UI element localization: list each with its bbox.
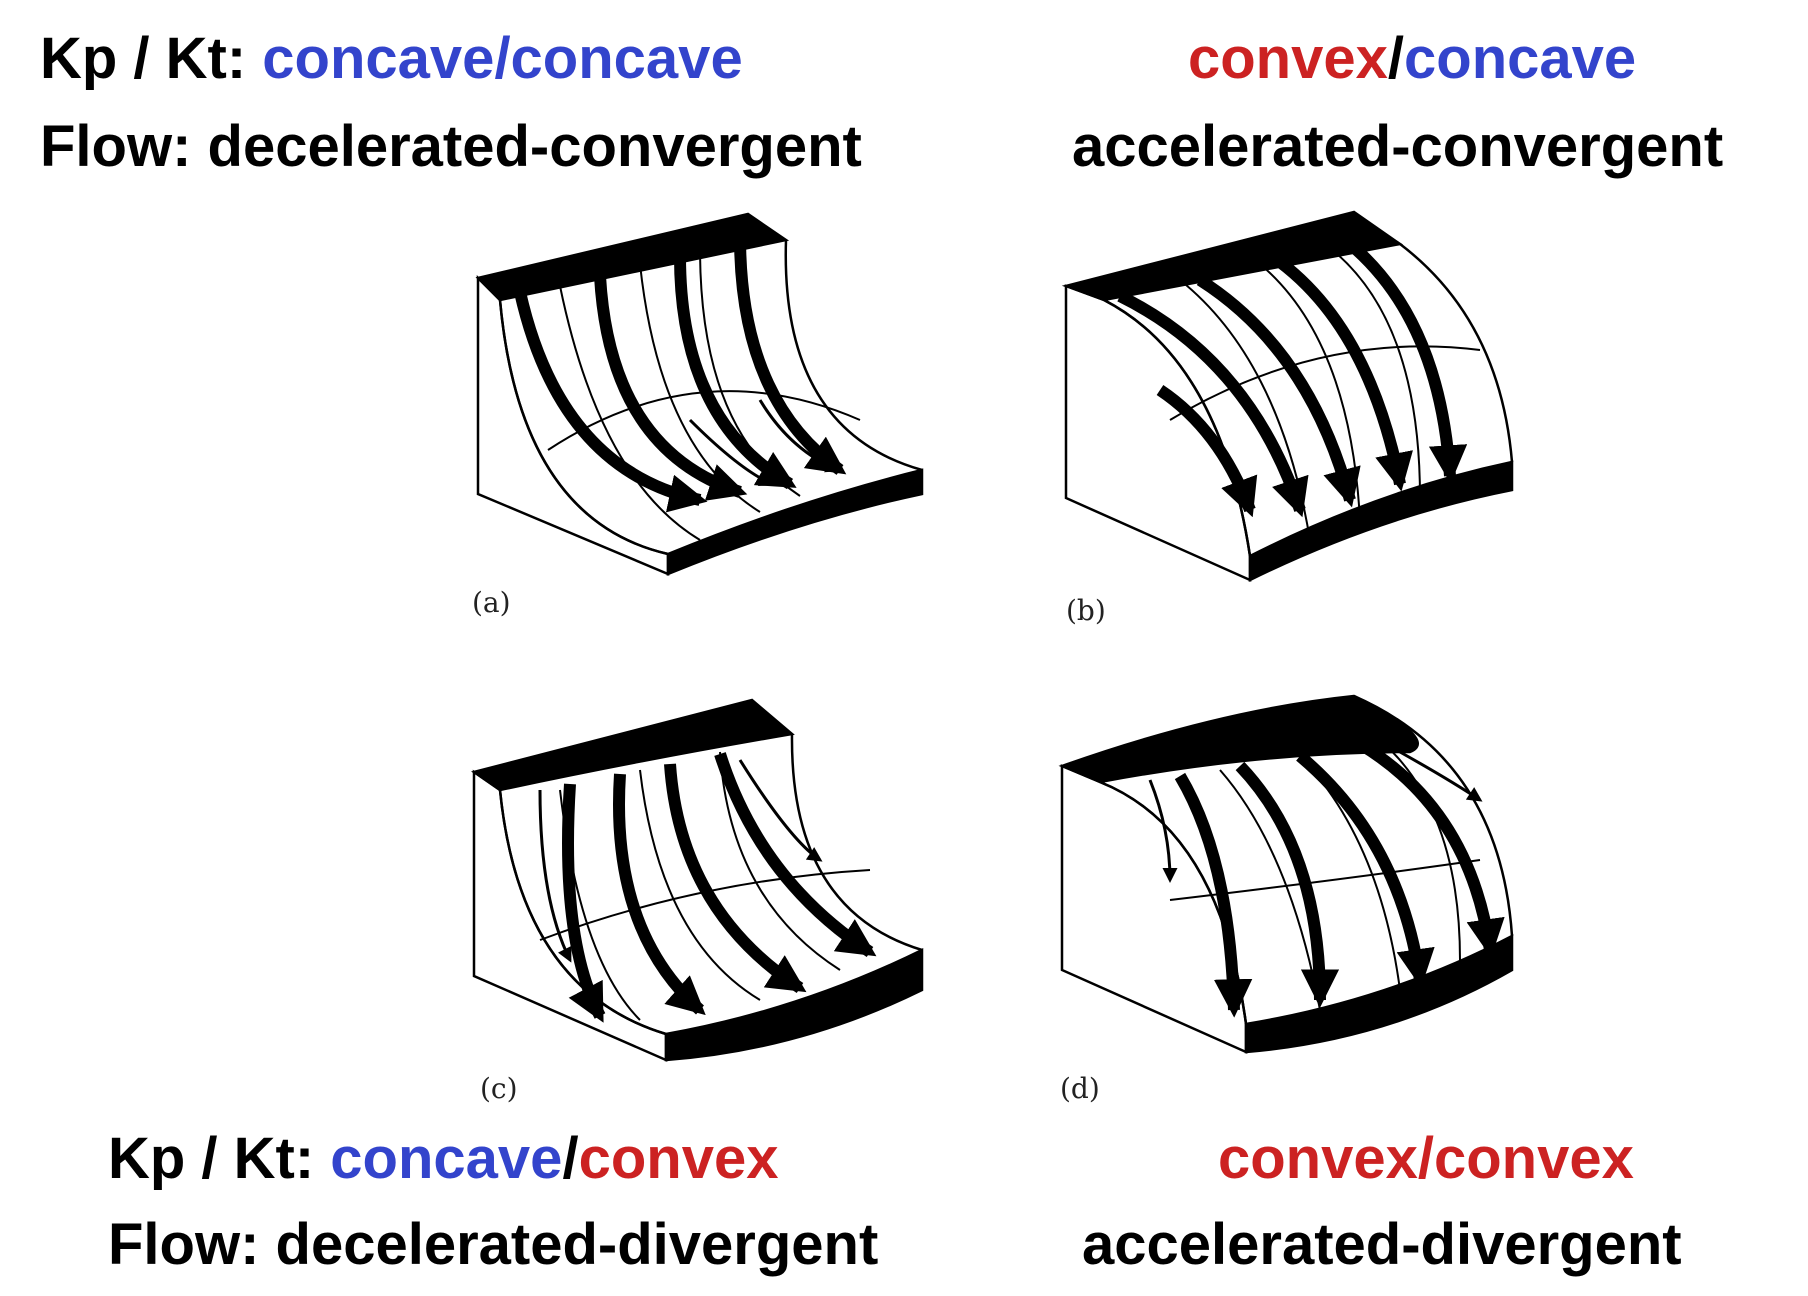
kp-value-a: concave	[330, 1126, 563, 1191]
kp-value: concave/concave	[262, 26, 743, 91]
caption-a: (a)	[472, 586, 511, 619]
bottom-right-flow-label: accelerated-divergent	[1082, 1212, 1682, 1277]
caption-d: (d)	[1060, 1072, 1100, 1105]
kp-value-b: convex	[578, 1126, 779, 1191]
figure-d	[1058, 694, 1514, 1054]
kp-separator: /	[1387, 26, 1405, 91]
top-right-kp-label: convex/concave	[1188, 26, 1636, 92]
bottom-left-kp-label: Kp / Kt: concave/convex	[108, 1126, 778, 1192]
bottom-right-kp-label: convex/convex	[1218, 1126, 1634, 1191]
kp-value-b: concave	[1404, 26, 1637, 91]
caption-b: (b)	[1066, 594, 1106, 627]
figure-a	[475, 212, 924, 576]
caption-c: (c)	[480, 1072, 518, 1105]
kp-prefix: Kp / Kt:	[40, 26, 263, 91]
figure-c	[471, 698, 924, 1062]
top-left-flow-label: Flow: decelerated-convergent	[40, 114, 862, 179]
bottom-left-flow-label: Flow: decelerated-divergent	[108, 1212, 879, 1277]
top-left-kp-label: Kp / Kt: concave/concave	[40, 26, 743, 92]
kp-value-a: convex	[1188, 26, 1388, 91]
kp-prefix: Kp / Kt:	[108, 1126, 331, 1191]
figure-b	[1061, 210, 1514, 583]
kp-separator: /	[562, 1126, 579, 1191]
top-right-flow-label: accelerated-convergent	[1072, 114, 1724, 179]
